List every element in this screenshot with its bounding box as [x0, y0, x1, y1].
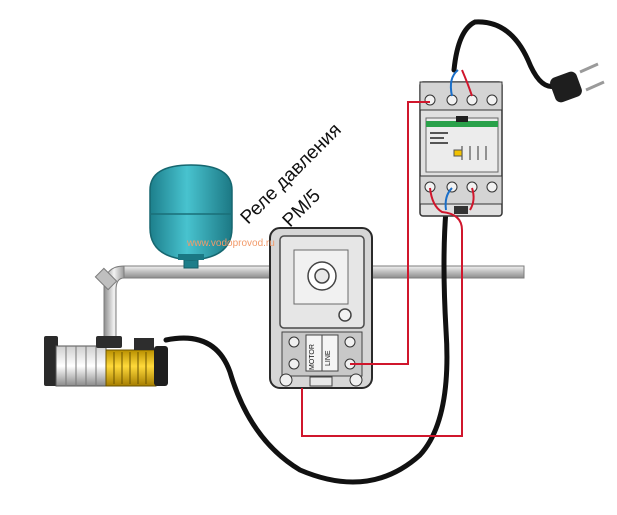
pressure-tank-icon: [149, 164, 233, 269]
supply-cable: [451, 19, 558, 89]
watermark: www.vodoprovod.ru: [187, 238, 275, 249]
wire-red-top: [461, 69, 473, 97]
pump-icon: [44, 336, 168, 387]
wire-red-breaker: [469, 187, 475, 211]
wire-red-line: [350, 101, 430, 365]
relay-label-line: LINE: [325, 350, 332, 366]
pump-cable: [163, 207, 450, 485]
relay-label-motor: MOTOR: [309, 344, 316, 370]
pressure-relay-icon: [269, 227, 373, 389]
power-plug-icon: [550, 62, 605, 103]
wire-blue-top: [449, 69, 459, 97]
circuit-breaker-icon: [419, 81, 503, 217]
wire-red-motor: [301, 187, 463, 437]
wire-blue-bottom: [444, 187, 453, 211]
